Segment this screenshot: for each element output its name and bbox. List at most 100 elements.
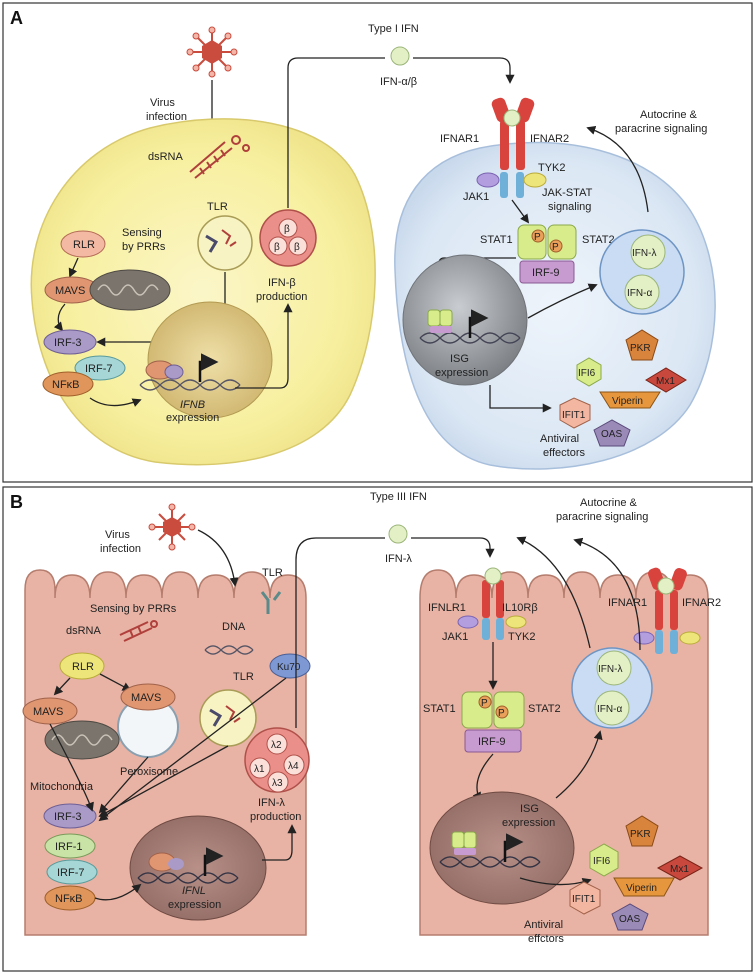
- l3-label: λ3: [272, 778, 283, 789]
- p-b-1: P: [481, 698, 488, 709]
- panel-b: B Type III IFN IFN-λ Virus infection TLR: [2, 486, 753, 972]
- ifi6-label: IFI6: [578, 368, 596, 379]
- ifnar-b-receptor-icon: [648, 567, 687, 654]
- vesicle-ifn-lambda: IFN-λ: [632, 248, 656, 259]
- nfkb-b-label: NFκB: [55, 893, 83, 905]
- virus-icon: [186, 26, 238, 78]
- antiviral-b-label-1: Antiviral: [524, 919, 563, 931]
- irf1-label: IRF-1: [55, 841, 83, 853]
- stat1-node: [517, 224, 547, 260]
- ifnb-prod-label-2: production: [256, 291, 307, 303]
- irf9-b-label: IRF-9: [478, 736, 506, 748]
- virus-infection-b-1: Virus: [105, 529, 130, 541]
- ifi6-node: [576, 357, 602, 387]
- tlr-b-label: TLR: [233, 671, 254, 683]
- ifi6-b-label: IFI6: [593, 856, 611, 867]
- ifnb-gene-label: IFNB: [180, 399, 205, 411]
- virus-infection-label-2: infection: [146, 111, 187, 123]
- irf9-b-node: [464, 729, 522, 753]
- panel-a: A Type I IFN IFN-α/β Virus infection: [2, 2, 753, 483]
- pkr-b-label: PKR: [630, 829, 651, 840]
- mavs-b-node-2: [120, 683, 176, 711]
- nucleus-neighbor: [402, 254, 528, 386]
- p-2: P: [552, 242, 559, 253]
- irf3-b-node: [43, 803, 97, 829]
- nucleus-infected: [147, 301, 273, 419]
- antiviral-b-label-2: effctors: [528, 933, 564, 945]
- ifnar1-label: IFNAR1: [440, 133, 479, 145]
- dsrna-label: dsRNA: [148, 151, 184, 163]
- ku70-node: [269, 653, 311, 679]
- autocrine-label-2: paracrine signaling: [615, 123, 707, 135]
- mx1-b-label: Mx1: [670, 864, 689, 875]
- jak1-b-label: JAK1: [442, 631, 468, 643]
- type-i-ifn-label: Type I IFN: [368, 23, 419, 35]
- ifnar1-b-label: IFNAR1: [608, 597, 647, 609]
- tyk2-b-label: TYK2: [508, 631, 536, 643]
- antiviral-label-2: effectors: [543, 447, 585, 459]
- infected-cell: [30, 118, 376, 466]
- ifn-ab-molecule: [390, 46, 410, 66]
- jak1-label: JAK1: [463, 191, 489, 203]
- ifnl-prod-label-1: IFN-λ: [258, 797, 285, 809]
- irf7-b-node: [46, 859, 98, 885]
- l1-label: λ1: [254, 764, 265, 775]
- transcription-arrow: [198, 353, 219, 382]
- oas-b-node: [611, 903, 649, 931]
- ifnl-expression-label: expression: [168, 899, 221, 911]
- ifnlr1-label: IFNLR1: [428, 602, 466, 614]
- ifn-lambda-molecule: [388, 524, 408, 544]
- mx1-label: Mx1: [656, 376, 675, 387]
- stat1-label: STAT1: [480, 234, 513, 246]
- ifn-ab-label: IFN-α/β: [380, 76, 417, 88]
- irf7-label: IRF-7: [85, 363, 113, 375]
- virus-infection-b-2: infection: [100, 543, 141, 555]
- tlr-receptor-icon: [205, 234, 219, 253]
- ifi6-b-node: [589, 843, 619, 877]
- mavs-b-label-2: MAVS: [131, 692, 161, 704]
- mitochondria-label: Mitochondria: [30, 781, 94, 793]
- tlr-endosome: [197, 215, 253, 271]
- rlr-b-label: RLR: [72, 661, 94, 673]
- virus-icon-b: [148, 503, 196, 551]
- il10rb-label: IL10Rβ: [502, 602, 538, 614]
- antiviral-label-1: Antiviral: [540, 433, 579, 445]
- mavs-b-label-1: MAVS: [33, 706, 63, 718]
- jakstat-label-1: JAK-STAT: [542, 187, 593, 199]
- ifit1-b-label: IFIT1: [572, 894, 596, 905]
- isg-label-2: expression: [435, 367, 488, 379]
- pkr-label: PKR: [630, 343, 651, 354]
- ifnar2-label: IFNAR2: [530, 133, 569, 145]
- viperin-b-node: [613, 877, 675, 897]
- panel-a-letter: A: [10, 8, 23, 28]
- neighbor-cell: [394, 141, 716, 470]
- ifnar-receptor-icon: [491, 97, 535, 198]
- dna-icon-b: [204, 645, 254, 655]
- panel-b-letter: B: [10, 492, 23, 512]
- viperin-node: [599, 391, 661, 409]
- irf7-node: [74, 355, 126, 381]
- vesicle-ifn-alpha: IFN-α: [627, 288, 652, 299]
- ifn-lambda-label: IFN-λ: [385, 553, 412, 565]
- tlr-surface-label: TLR: [262, 567, 283, 579]
- dsrna-icon-b: [119, 620, 158, 642]
- pkr-node: [625, 329, 659, 361]
- ifn-vesicle-b: [571, 647, 653, 729]
- jak1-node: [476, 172, 500, 188]
- dna-helix: [139, 379, 241, 391]
- isg-label-1: ISG: [450, 353, 469, 365]
- stat2-label: STAT2: [582, 234, 615, 246]
- nucleus-b-neighbor: [429, 791, 575, 905]
- beta-2: β: [274, 242, 280, 253]
- tlr-label: TLR: [207, 201, 228, 213]
- l2-label: λ2: [271, 740, 282, 751]
- isg-b-label-1: ISG: [520, 803, 539, 815]
- irf7-b-label: IRF-7: [57, 867, 85, 879]
- ifit1-label: IFIT1: [562, 410, 586, 421]
- irf3-node: [43, 329, 97, 355]
- vesicle-b-ifn-lambda: IFN-λ: [598, 664, 622, 675]
- rlr-label: RLR: [73, 239, 95, 251]
- ifnar2-b-label: IFNAR2: [682, 597, 721, 609]
- oas-label: OAS: [601, 429, 622, 440]
- nucleus-b-infected: [129, 815, 267, 921]
